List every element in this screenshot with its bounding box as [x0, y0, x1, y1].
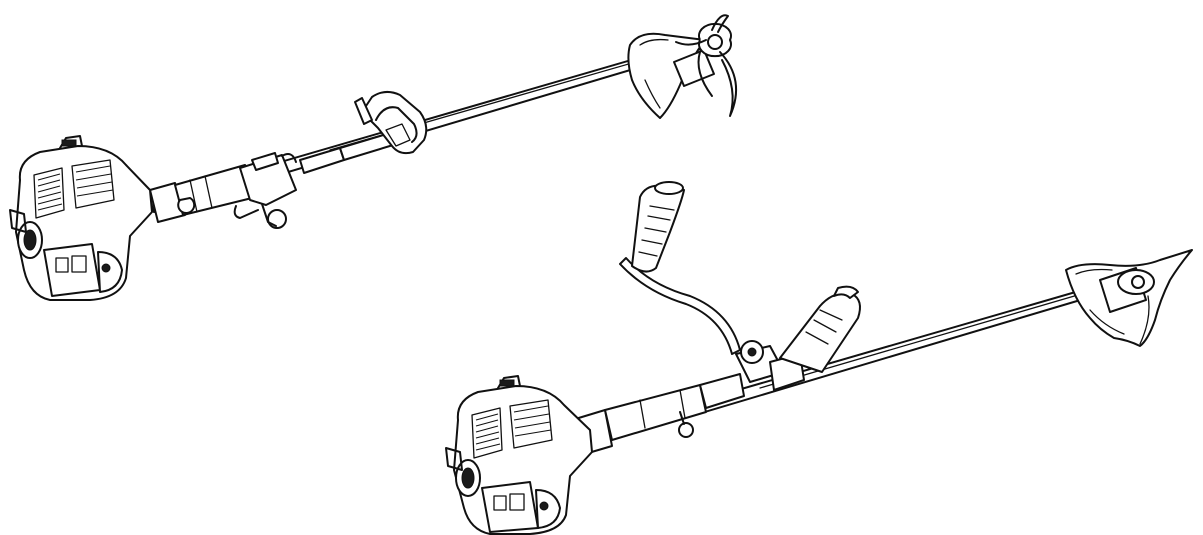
brushcutter-drive-housing	[571, 373, 745, 457]
brushcutter-engine	[445, 375, 593, 535]
trimmer-loop-handle	[354, 91, 428, 155]
straight-shaft-trimmer-loop-handle-icon	[9, 14, 737, 301]
brushcutter-bike-handle-icon	[445, 181, 1193, 535]
trimmer-throttle-grip	[233, 152, 297, 229]
brushcutter-bike-handlebar	[619, 181, 741, 355]
trimmer-drive-housing	[149, 129, 404, 223]
brushcutter-guard	[1065, 249, 1193, 347]
trimmer-guard	[627, 14, 737, 119]
brushcutter-throttle-grip	[779, 285, 861, 373]
trimmer-engine	[9, 135, 153, 301]
